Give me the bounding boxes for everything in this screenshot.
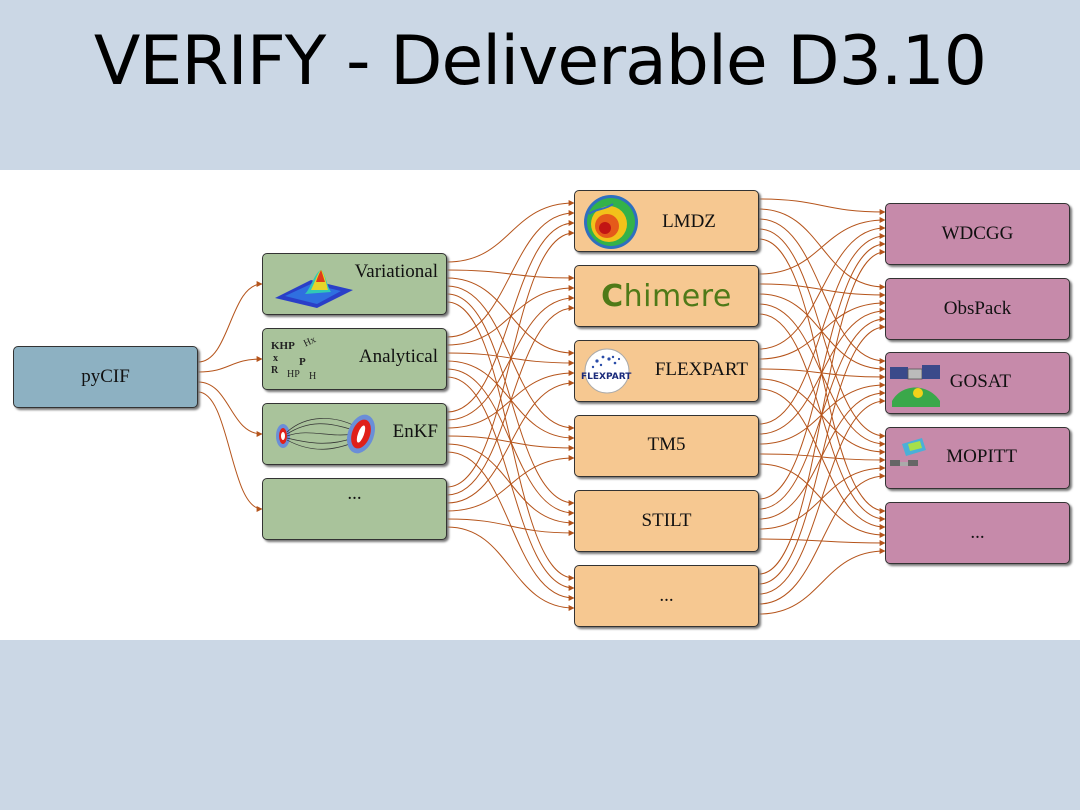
edge-method-model	[446, 368, 575, 516]
edge-root-method	[197, 281, 263, 363]
ensemble-ellipse-icon	[276, 414, 376, 454]
model-stilt[interactable]: STILT	[574, 490, 759, 552]
flexpart-logo-icon: FLEXPART	[581, 348, 632, 394]
matrix-formula-icon: KHP Hx x P R HP H	[271, 335, 318, 382]
model-more[interactable]: ...	[574, 565, 759, 627]
method-enkf[interactable]: EnKF	[262, 403, 447, 465]
edge-model-obs	[758, 233, 886, 425]
edge-method-model	[446, 360, 575, 441]
model-tm5[interactable]: TM5	[574, 415, 759, 477]
pycif-label: pyCIF	[81, 366, 130, 387]
method-more-label: ...	[347, 483, 362, 504]
edge-model-obs	[758, 228, 886, 439]
edge-model-obs	[758, 225, 886, 350]
model-stilt-label: STILT	[641, 510, 692, 531]
edge-method-model	[446, 455, 575, 512]
model-chimere[interactable]: Chimere	[574, 265, 759, 327]
svg-text:R: R	[271, 365, 279, 376]
svg-text:Hx: Hx	[302, 335, 318, 349]
method-variational[interactable]: Variational	[262, 253, 447, 315]
model-flexpart[interactable]: FLEXPART FLEXPART	[574, 340, 759, 402]
edge-model-obs	[758, 217, 886, 275]
edge-model-obs	[758, 303, 886, 447]
chimere-logo-letter: C	[601, 278, 624, 314]
edge-method-model	[446, 526, 575, 611]
svg-text:HP: HP	[287, 369, 300, 380]
flexpart-logo-text: FLEXPART	[581, 372, 632, 382]
edge-method-model	[446, 376, 575, 591]
method-enkf-label: EnKF	[392, 421, 438, 442]
gaussian-surface-icon	[275, 270, 353, 308]
edge-method-model	[446, 451, 575, 601]
svg-text:P: P	[299, 356, 306, 368]
edge-method-model	[446, 220, 575, 413]
model-lmdz[interactable]: LMDZ	[574, 190, 759, 252]
obs-obspack-label: ObsPack	[943, 298, 1012, 319]
edge-root-method	[197, 356, 263, 373]
satellite-swath-icon	[890, 438, 926, 466]
edge-model-obs	[758, 324, 886, 585]
obs-obspack[interactable]: ObsPack	[885, 278, 1070, 340]
svg-text:H: H	[309, 371, 316, 382]
model-flexpart-label: FLEXPART	[654, 359, 748, 380]
obs-wdcgg-label: WDCGG	[941, 223, 1014, 244]
edge-method-model	[446, 518, 575, 536]
edge-method-model	[446, 200, 575, 263]
satellite-icon	[890, 365, 940, 407]
obs-more-label: ...	[970, 522, 985, 543]
edge-root-method	[197, 381, 263, 437]
obs-mopitt[interactable]: MOPITT	[885, 427, 1070, 489]
edge-model-obs	[758, 208, 886, 290]
edge-model-obs	[758, 473, 886, 605]
model-chimere-label: himere	[623, 278, 732, 314]
model-more-label: ...	[659, 585, 674, 606]
method-analytical-label: Analytical	[358, 346, 438, 367]
edge-method-model	[446, 380, 575, 504]
edge-method-model	[446, 443, 575, 526]
obs-gosat[interactable]: GOSAT	[885, 352, 1070, 414]
method-variational-label: Variational	[354, 261, 438, 282]
obs-mopitt-label: MOPITT	[946, 446, 1017, 467]
edge-model-obs	[758, 398, 886, 595]
edge-model-obs	[758, 463, 886, 538]
slide-title: VERIFY - Deliverable D3.10	[93, 22, 987, 101]
model-tm5-label: TM5	[647, 434, 686, 455]
method-analytical[interactable]: KHP Hx x P R HP H Analytical	[262, 328, 447, 390]
method-more[interactable]: ...	[262, 478, 447, 540]
pycif-node[interactable]: pyCIF	[13, 346, 198, 408]
model-lmdz-label: LMDZ	[662, 211, 716, 232]
edge-method-model	[446, 293, 575, 506]
diagram-connections	[197, 198, 886, 615]
edge-model-obs	[758, 241, 886, 500]
chimere-logo-icon: Chimere	[601, 279, 732, 314]
edge-method-model	[446, 305, 575, 496]
edge-model-obs	[758, 198, 886, 215]
globe-map-icon	[584, 195, 638, 249]
svg-text:x: x	[273, 353, 278, 364]
edge-root-method	[197, 391, 263, 512]
obs-wdcgg[interactable]: WDCGG	[885, 203, 1070, 265]
edge-method-model	[446, 277, 575, 356]
edge-model-obs	[758, 313, 886, 522]
edge-method-model	[446, 230, 575, 488]
edge-method-model	[446, 210, 575, 338]
svg-text:KHP: KHP	[271, 340, 295, 352]
edge-model-obs	[758, 388, 886, 530]
edge-model-obs	[758, 249, 886, 575]
diagram-panel: pyCIF Variational KHP Hx x P R HP H Anal…	[0, 170, 1080, 640]
edge-model-obs	[758, 548, 886, 615]
edge-method-model	[446, 285, 575, 431]
obs-gosat-label: GOSAT	[949, 371, 1011, 392]
obs-more[interactable]: ...	[885, 502, 1070, 564]
